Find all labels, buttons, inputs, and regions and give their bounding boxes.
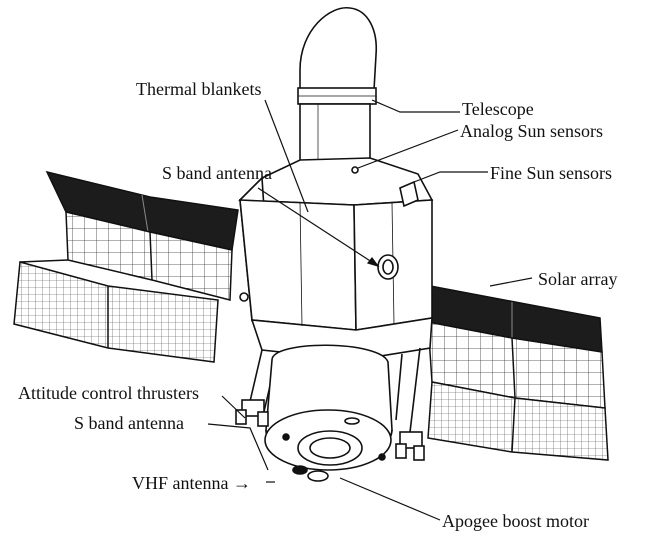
body-front-panel bbox=[239, 199, 357, 331]
label-attitude-control-thrusters: Attitude control thrusters bbox=[18, 383, 199, 403]
thruster-left bbox=[235, 399, 269, 427]
right-solar-array bbox=[424, 284, 609, 461]
label-fine-sun-sensors: Fine Sun sensors bbox=[490, 163, 613, 183]
telescope-tube bbox=[297, 7, 378, 175]
label-vhf-antenna: VHF antenna → bbox=[132, 474, 251, 492]
left-solar-array bbox=[13, 170, 239, 363]
apogee-boost-motor bbox=[235, 344, 425, 482]
label-s-band-antenna-bottom: S band antenna bbox=[74, 413, 184, 433]
vhf-antenna-text: VHF antenna bbox=[132, 473, 229, 493]
label-apogee-boost-motor: Apogee boost motor bbox=[442, 511, 589, 531]
fine-sun-sensor bbox=[399, 180, 419, 208]
label-s-band-antenna-top: S band antenna bbox=[162, 163, 272, 183]
spacecraft-body bbox=[238, 157, 434, 361]
label-analog-sun-sensors: Analog Sun sensors bbox=[460, 121, 603, 141]
leader-lines bbox=[207, 99, 533, 521]
thruster-right bbox=[395, 431, 425, 461]
label-thermal-blankets: Thermal blankets bbox=[136, 79, 262, 99]
arrow-right-icon: → bbox=[228, 473, 251, 493]
label-solar-array: Solar array bbox=[538, 269, 618, 289]
label-telescope: Telescope bbox=[462, 99, 534, 119]
